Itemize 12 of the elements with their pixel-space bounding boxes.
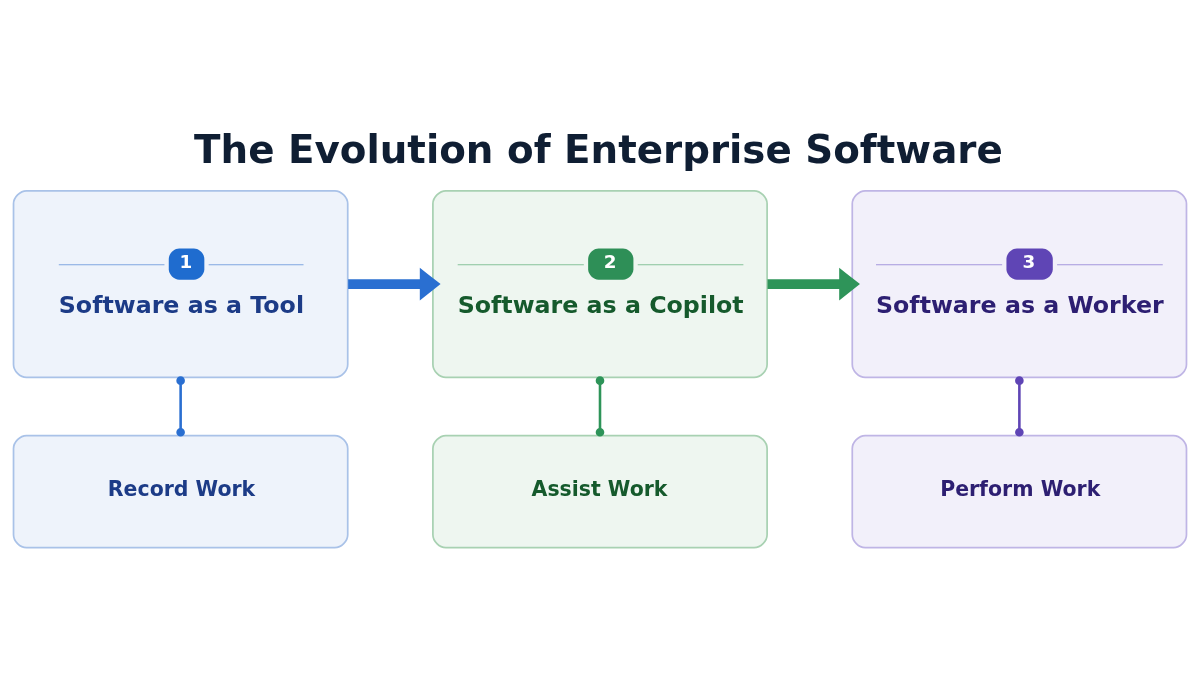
diagram-title: The Evolution of Enterprise Software [194, 126, 1003, 172]
arrow [767, 267, 860, 300]
node-box: 1 Software as a Tool [12, 189, 349, 378]
node-box: 2 Software as a Copilot [432, 189, 768, 378]
node-box: Perform Work [851, 434, 1188, 549]
connector [176, 375, 185, 437]
node-box: Assist Work [432, 434, 768, 549]
connector [1015, 375, 1024, 437]
node-box: Record Work [12, 434, 349, 549]
connector [595, 375, 605, 437]
arrow [348, 267, 441, 300]
node-box: 3 Software as a Worker [851, 189, 1188, 378]
